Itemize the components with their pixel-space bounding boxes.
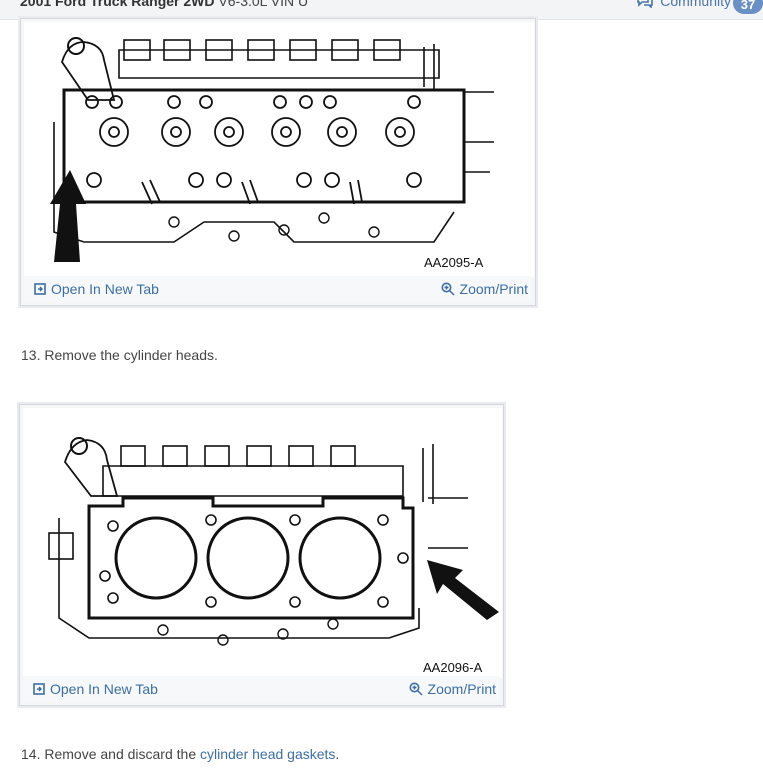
zoom-print-label-1: Zoom/Print bbox=[459, 281, 528, 297]
open-in-new-tab-label-2: Open In New Tab bbox=[50, 681, 158, 697]
figure-1: AA2095-A Open In New Tab Zoom/Print bbox=[20, 18, 536, 306]
vehicle-title-bold: 2001 Ford Truck Ranger 2WD bbox=[20, 0, 215, 9]
figure-1-caption: AA2095-A bbox=[424, 255, 484, 270]
top-bar: 2001 Ford Truck Ranger 2WD V6-3.0L VIN U… bbox=[0, 0, 763, 20]
open-new-tab-icon bbox=[33, 683, 45, 695]
zoom-print-link-2[interactable]: Zoom/Print bbox=[409, 681, 496, 697]
figure-1-footer: Open In New Tab Zoom/Print bbox=[24, 276, 532, 302]
zoom-print-label-2: Zoom/Print bbox=[427, 681, 496, 697]
vehicle-title-rest: V6-3.0L VIN U bbox=[218, 0, 309, 9]
figure-2: AA2096-A Open In New Tab Zoom/Print bbox=[19, 404, 504, 706]
cylinder-head-gaskets-link[interactable]: cylinder head gaskets bbox=[200, 746, 336, 762]
community-count-badge: 37 bbox=[733, 0, 763, 14]
chat-bubbles-icon bbox=[637, 0, 654, 8]
step-14-prefix: 14. Remove and discard the bbox=[21, 746, 200, 762]
diagram-image-2[interactable]: AA2096-A bbox=[23, 408, 502, 678]
zoom-print-link-1[interactable]: Zoom/Print bbox=[441, 281, 528, 297]
figure-2-caption: AA2096-A bbox=[423, 660, 483, 675]
magnifier-plus-icon bbox=[409, 682, 423, 696]
community-label: Community bbox=[660, 0, 731, 9]
magnifier-plus-icon bbox=[441, 282, 455, 296]
step-14-suffix: . bbox=[335, 746, 340, 762]
figure-2-footer: Open In New Tab Zoom/Print bbox=[23, 676, 500, 702]
open-in-new-tab-label-1: Open In New Tab bbox=[51, 281, 159, 297]
vehicle-title: 2001 Ford Truck Ranger 2WD V6-3.0L VIN U bbox=[20, 0, 308, 9]
cylinder-head-gasket-diagram: AA2096-A bbox=[48, 437, 499, 675]
step-14-text: 14. Remove and discard the cylinder head… bbox=[21, 746, 339, 762]
step-13-text: 13. Remove the cylinder heads. bbox=[21, 347, 218, 363]
open-new-tab-icon bbox=[34, 283, 46, 295]
engine-block-top-view-diagram: AA2095-A bbox=[50, 37, 494, 270]
open-in-new-tab-link-2[interactable]: Open In New Tab bbox=[33, 681, 158, 697]
diagram-image-1[interactable]: AA2095-A bbox=[24, 22, 534, 277]
open-in-new-tab-link-1[interactable]: Open In New Tab bbox=[34, 281, 159, 297]
community-link[interactable]: Community bbox=[636, 0, 731, 9]
